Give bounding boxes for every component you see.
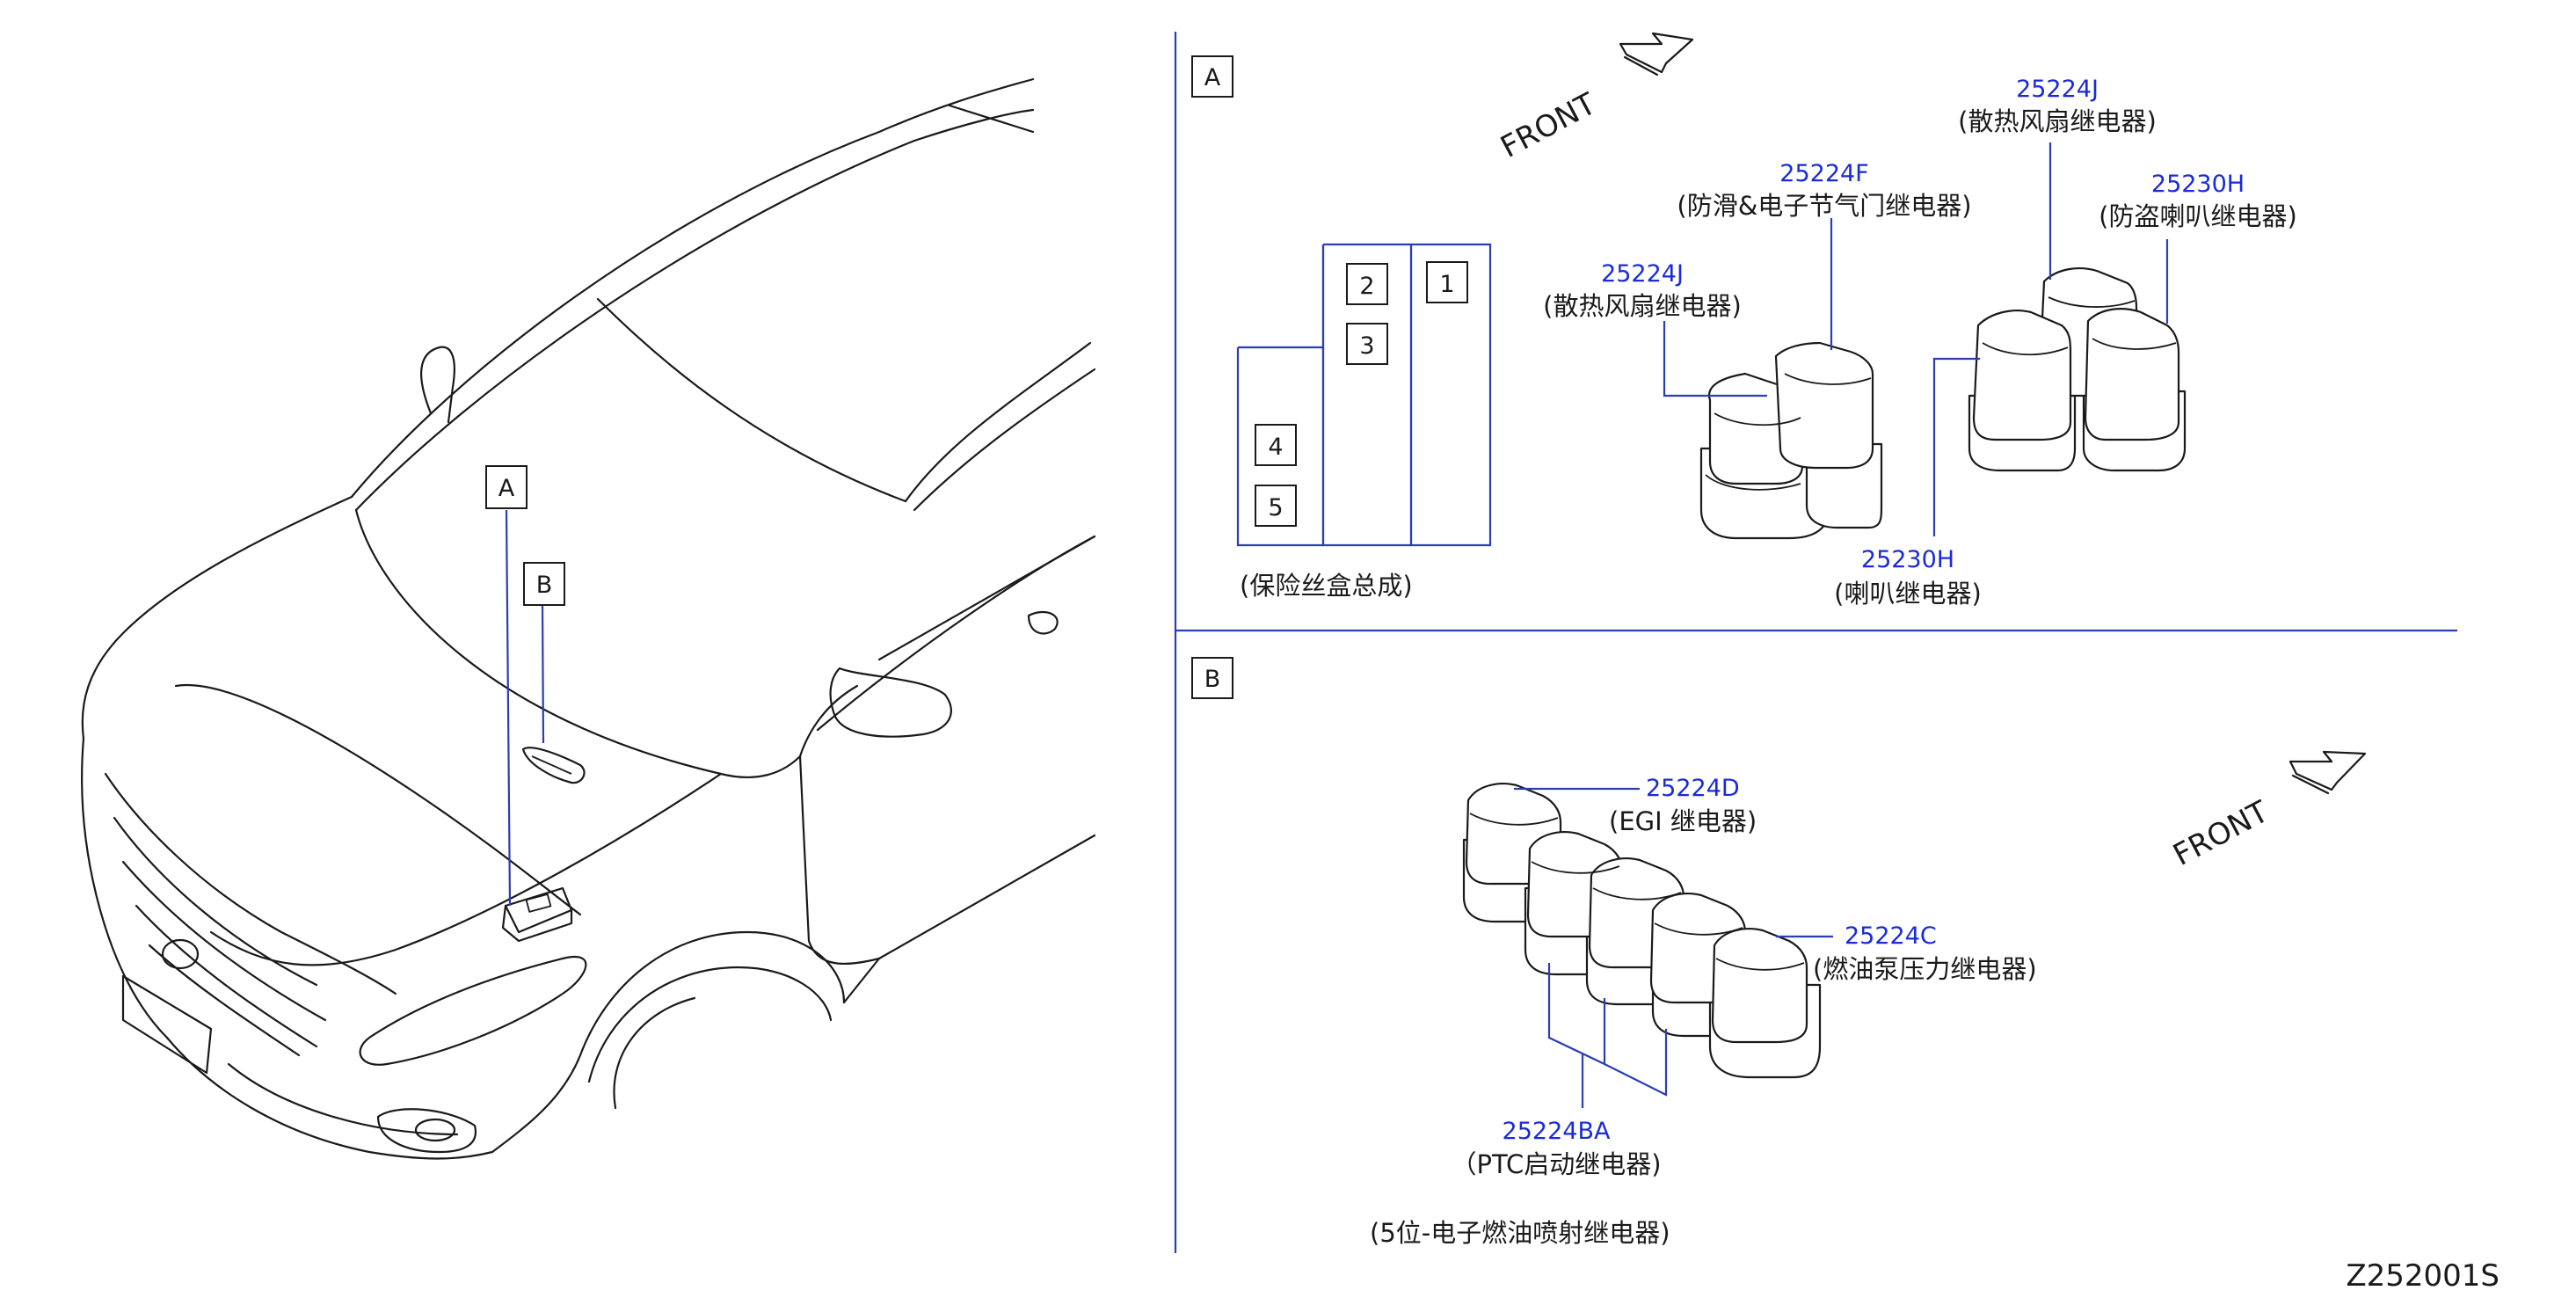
fuse-box-caption: (保险丝盒总成): [1240, 571, 1413, 601]
fuse-cell-3: 3: [1359, 332, 1374, 360]
relay-a-desc-5: (喇叭继电器): [1834, 579, 1982, 609]
fuse-cell-5: 5: [1268, 494, 1283, 521]
relay-group-a-right: [1932, 142, 2187, 536]
relay-b-part-1: 25224D: [1646, 775, 1740, 802]
relay-b-desc-3: （PTC启动继电器): [1451, 1149, 1661, 1179]
car-illustration: A B: [81, 77, 1096, 1160]
panel-b: B FRONT 2522: [1191, 657, 2367, 1248]
relay-group-a-left: [1663, 218, 1883, 540]
relay-b-desc-2: (燃油泵压力继电器): [1813, 954, 2037, 984]
fuse-cell-4: 4: [1268, 434, 1283, 461]
car-callout-a-box: [485, 465, 528, 509]
car-callout-a: A: [498, 475, 515, 502]
fuse-cell-2: 2: [1359, 273, 1374, 300]
car-callout-b-box: [523, 562, 565, 606]
panel-a: A FRONT 1 2 3 4 5 (保险丝盒总成): [1191, 32, 2297, 609]
panel-a-tag: A: [1204, 64, 1221, 91]
relay-a-desc-2: (防滑&电子节气门继电器): [1677, 191, 1971, 221]
front-label-a: FRONT: [1495, 86, 1602, 165]
front-arrow-b-icon: [2289, 750, 2367, 791]
relay-a-part-1: 25224J: [2016, 76, 2099, 103]
diagram-code: Z252001S: [2346, 1258, 2500, 1294]
relay-a-part-4: 25230H: [2151, 171, 2245, 198]
front-label-b: FRONT: [2167, 794, 2274, 873]
relay-block-caption: (5位-电子燃油喷射继电器): [1370, 1218, 1670, 1248]
relay-a-desc-1: (散热风扇继电器): [1958, 106, 2157, 136]
relay-b-part-3: 25224BA: [1503, 1118, 1611, 1145]
relay-block-b: [1462, 783, 1833, 1108]
relay-a-part-3: 25224J: [1601, 260, 1684, 288]
relay-b-desc-1: (EGI 继电器): [1609, 806, 1757, 836]
relay-b-part-2: 25224C: [1845, 922, 1937, 950]
panel-b-tag-box: [1191, 657, 1233, 699]
relay-a-part-2: 25224F: [1779, 160, 1868, 187]
fuse-cell-1: 1: [1439, 271, 1454, 298]
relay-a-part-5: 25230H: [1861, 546, 1954, 573]
panel-b-tag: B: [1204, 666, 1221, 693]
panel-a-tag-box: [1191, 55, 1233, 98]
relay-a-desc-4: (防盗喇叭继电器): [2099, 201, 2297, 231]
relay-a-desc-3: (散热风扇继电器): [1543, 291, 1742, 321]
fuse-box: 1 2 3 4 5 (保险丝盒总成): [1236, 243, 1492, 601]
car-callout-b: B: [536, 572, 553, 599]
front-arrow-a-icon: [1619, 32, 1694, 74]
